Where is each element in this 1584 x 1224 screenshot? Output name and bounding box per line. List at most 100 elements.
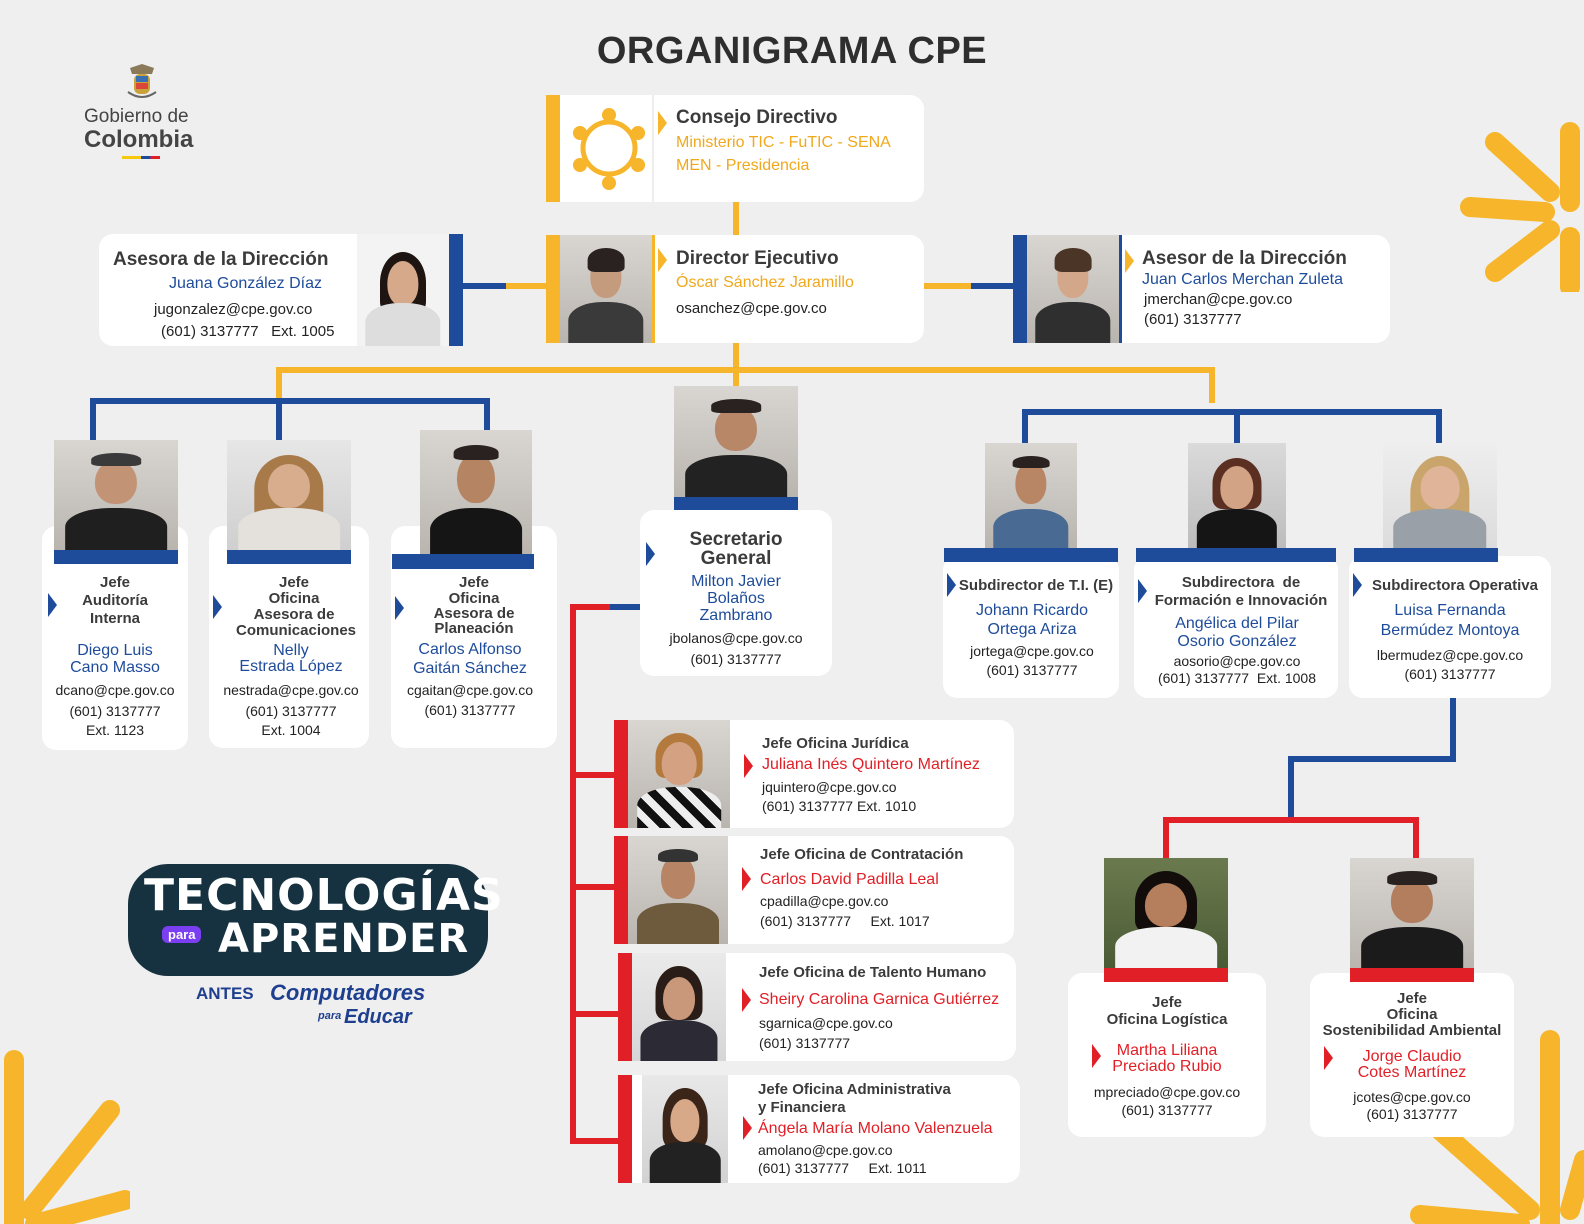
pointer-icon	[744, 754, 753, 778]
asesor-role: Asesor de la Dirección	[1142, 248, 1347, 269]
gobierno-line1: Gobierno de	[84, 106, 189, 127]
tecnologias-word2: APRENDER	[218, 916, 470, 962]
pointer-icon	[1353, 573, 1362, 597]
logistica-phone: (601) 3137777	[1121, 1102, 1213, 1118]
ti-role: Subdirector de T.I. (E)	[958, 577, 1114, 594]
connector-line	[506, 283, 550, 289]
connector-line	[1234, 409, 1240, 444]
planeacion-role3: Asesora de	[433, 605, 515, 622]
logistica-name1: Martha Liliana	[1116, 1042, 1218, 1059]
sunburst-decoration	[1410, 1030, 1584, 1224]
tecnologias-word1: TECNOLOGÍAS	[144, 870, 504, 921]
consejo-card: Consejo Directivo Ministerio TIC - FuTIC…	[546, 95, 924, 202]
director-role: Director Ejecutivo	[676, 248, 839, 269]
connector-line	[971, 283, 1016, 289]
talento-photo	[632, 953, 726, 1061]
pointer-icon	[742, 988, 751, 1012]
connector-line	[1288, 756, 1294, 820]
connector-line	[608, 604, 642, 610]
ti-name1: Johann Ricardo	[975, 602, 1089, 619]
planeacion-role4: Planeación	[434, 620, 514, 637]
connector-line	[1163, 817, 1419, 823]
sunburst-decoration	[1460, 122, 1580, 292]
asesora-phone: (601) 3137777 Ext. 1005	[161, 323, 335, 340]
formacion-name1: Angélica del Pilar	[1175, 615, 1299, 632]
connector-line	[570, 604, 610, 610]
consejo-line2: MEN - Presidencia	[676, 157, 810, 174]
comunicaciones-phone: (601) 3137777	[245, 703, 337, 719]
talento-name: Sheiry Carolina Garnica Gutiérrez	[759, 991, 1000, 1008]
contratacion-role: Jefe Oficina de Contratación	[760, 846, 964, 863]
ti-email: jortega@cpe.gov.co	[970, 643, 1094, 659]
juridica-card: Jefe Oficina Jurídica Juliana Inés Quint…	[614, 720, 1014, 828]
consejo-role: Consejo Directivo	[676, 107, 838, 128]
auditoria-role3: Interna	[89, 610, 140, 627]
director-card: Director Ejecutivo Óscar Sánchez Jaramil…	[546, 235, 924, 343]
connector-line	[1450, 697, 1456, 759]
logistica-email: mpreciado@cpe.gov.co	[1093, 1084, 1241, 1100]
sostenibilidad-email: jcotes@cpe.gov.co	[1353, 1089, 1471, 1105]
pointer-icon	[947, 573, 956, 597]
pointer-icon	[646, 542, 655, 566]
connector-line	[90, 398, 490, 404]
director-photo	[560, 235, 652, 343]
pointer-icon	[658, 111, 667, 135]
director-email: osanchez@cpe.gov.co	[676, 300, 827, 317]
director-name: Óscar Sánchez Jaramillo	[676, 274, 854, 291]
administrativa-email: amolano@cpe.gov.co	[758, 1142, 893, 1158]
pointer-icon	[213, 595, 222, 619]
cpe-line2b: Educar	[344, 1006, 412, 1028]
talento-role: Jefe Oficina de Talento Humano	[759, 964, 987, 981]
comunicaciones-photo	[227, 440, 351, 550]
administrativa-name: Ángela María Molano Valenzuela	[758, 1120, 993, 1137]
asesor-photo	[1027, 235, 1119, 343]
asesora-photo	[357, 234, 449, 346]
connector-line	[1288, 756, 1456, 762]
gobierno-logo: Gobierno de Colombia	[80, 62, 205, 162]
connector-line	[570, 604, 576, 1144]
administrativa-role1: Jefe Oficina Administrativa	[758, 1081, 951, 1098]
formacion-role1: Subdirectora de	[1181, 574, 1301, 591]
secretario-phone: (601) 3137777	[690, 651, 782, 667]
comunicaciones-name2: Estrada López	[239, 658, 343, 675]
secretario-email: jbolanos@cpe.gov.co	[669, 630, 803, 646]
auditoria-email: dcano@cpe.gov.co	[55, 682, 175, 698]
connector-line	[733, 202, 739, 237]
secretario-role1: Secretario	[689, 529, 783, 550]
asesor-phone: (601) 3137777	[1144, 311, 1242, 328]
formacion-role2: Formación e Innovación	[1154, 592, 1328, 609]
talento-email: sgarnica@cpe.gov.co	[759, 1015, 893, 1031]
connector-line	[1436, 409, 1442, 444]
tecnologias-para: para	[162, 926, 202, 943]
formacion-email: aosorio@cpe.gov.co	[1173, 653, 1301, 669]
juridica-photo	[628, 720, 730, 828]
pointer-icon	[1092, 1044, 1101, 1068]
coat-of-arms-icon	[127, 64, 157, 98]
operativa-email: lbermudez@cpe.gov.co	[1376, 647, 1524, 663]
operativa-role: Subdirectora Operativa	[1372, 577, 1538, 594]
sostenibilidad-card: Jefe Oficina Sostenibilidad Ambiental Jo…	[1310, 973, 1514, 1137]
operativa-phone: (601) 3137777	[1404, 666, 1496, 682]
contratacion-photo	[628, 836, 728, 944]
planeacion-email: cgaitan@cpe.gov.co	[406, 682, 534, 698]
flag-stripe	[122, 156, 160, 159]
pointer-icon	[395, 596, 404, 620]
secretario-name2: Bolaños	[707, 590, 765, 607]
administrativa-card: Jefe Oficina Administrativa y Financiera…	[618, 1075, 1020, 1183]
pointer-icon	[742, 867, 751, 891]
asesora-card: Asesora de la Dirección Juana González D…	[99, 234, 463, 346]
pointer-icon	[1138, 579, 1147, 603]
sostenibilidad-name1: Jorge Claudio	[1362, 1048, 1462, 1065]
pointer-icon	[1125, 249, 1134, 273]
connector-line	[276, 367, 1215, 373]
connector-line	[570, 1011, 620, 1017]
cpe-line1: Computadores	[270, 980, 426, 1005]
connector-line	[733, 343, 739, 388]
juridica-name: Juliana Inés Quintero Martínez	[762, 756, 980, 773]
planeacion-phone: (601) 3137777	[424, 702, 516, 718]
auditoria-ext: Ext. 1123	[85, 722, 145, 738]
comunicaciones-email: nestrada@cpe.gov.co	[223, 682, 359, 698]
sunburst-decoration	[4, 1050, 130, 1224]
auditoria-name1: Diego Luis	[77, 642, 153, 659]
sostenibilidad-phone: (601) 3137777	[1366, 1106, 1458, 1122]
